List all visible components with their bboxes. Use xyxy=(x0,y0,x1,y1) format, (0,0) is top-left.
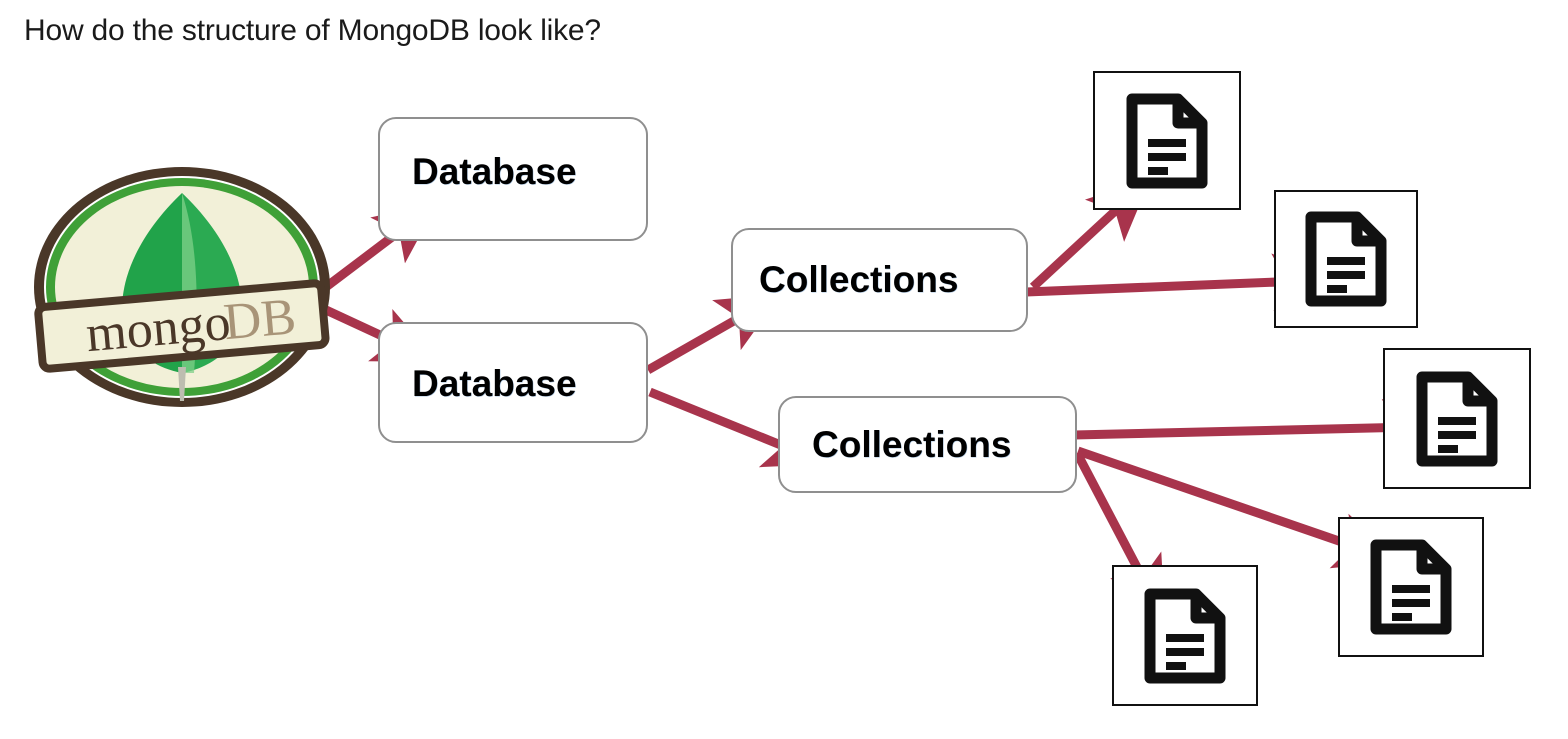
document-icon xyxy=(1126,93,1208,188)
arrow-collections-1-to-document-1 xyxy=(1029,177,1151,291)
document-icon xyxy=(1305,211,1387,307)
document-icon xyxy=(1144,588,1226,683)
node-collections-1[interactable]: Collections xyxy=(731,228,1028,332)
node-collections-2-label: Collections xyxy=(812,423,1012,465)
node-collections-1-label: Collections xyxy=(759,259,959,300)
mongodb-logo-icon: mongo DB xyxy=(34,167,330,407)
node-document-5[interactable] xyxy=(1112,565,1258,706)
node-database-1[interactable]: Database xyxy=(378,117,648,241)
logo-wordmark-primary: mongo xyxy=(84,294,233,363)
node-document-1[interactable] xyxy=(1093,71,1241,210)
arrow-collections-2-to-document-4 xyxy=(1076,446,1399,569)
page-title: How do the structure of MongoDB look lik… xyxy=(24,14,601,47)
arrow-collections-2-to-document-3 xyxy=(1073,398,1446,457)
node-collections-2[interactable]: Collections xyxy=(778,396,1077,493)
document-icon xyxy=(1416,371,1498,466)
arrow-collections-1-to-document-2 xyxy=(1025,253,1336,311)
node-document-3[interactable] xyxy=(1383,348,1531,489)
node-document-2[interactable] xyxy=(1274,190,1418,328)
node-database-1-label: Database xyxy=(412,151,577,192)
node-database-2-label: Database xyxy=(412,362,577,404)
document-icon xyxy=(1370,539,1452,635)
logo-wordmark-secondary: DB xyxy=(221,288,298,351)
mongodb-logo: mongo DB xyxy=(28,163,336,411)
node-document-4[interactable] xyxy=(1338,517,1484,657)
node-database-2[interactable]: Database xyxy=(378,322,648,443)
arrow-database-2-to-collections-2 xyxy=(648,387,829,468)
